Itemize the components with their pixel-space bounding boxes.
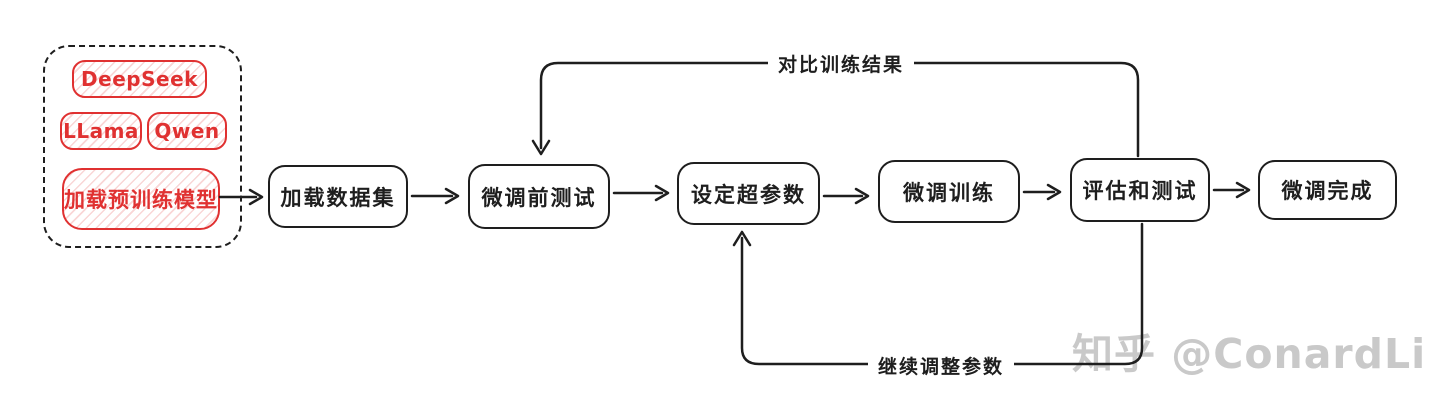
node-label: 设定超参数 <box>691 182 806 207</box>
watermark: 知乎 @ConardLi <box>1072 330 1427 378</box>
node-label: 加载预训练模型 <box>64 188 218 212</box>
arrow-dataset-to-pretest <box>410 187 460 205</box>
arrow-pretest-to-hyperparams <box>612 184 670 202</box>
node-evaluate-and-test: 评估和测试 <box>1070 158 1210 222</box>
arrow-evaluate-to-complete <box>1212 181 1251 199</box>
model-label: Qwen <box>154 119 220 143</box>
node-label: 评估和测试 <box>1082 179 1198 203</box>
model-box-qwen: Qwen <box>147 112 227 150</box>
pretrained-models-group <box>43 45 242 248</box>
node-label: 微调完成 <box>1281 179 1374 203</box>
node-finetune-complete: 微调完成 <box>1258 160 1397 220</box>
node-load-pretrained-model: 加载预训练模型 <box>62 168 220 230</box>
arrow-training-to-evaluate <box>1022 183 1062 201</box>
model-box-llama: LLama <box>60 112 142 150</box>
model-label: DeepSeek <box>81 67 198 91</box>
model-label: LLama <box>63 119 139 143</box>
node-test-before-finetune: 微调前测试 <box>468 164 610 229</box>
node-set-hyperparameters: 设定超参数 <box>677 162 820 225</box>
edge-label-compare-results: 对比训练结果 <box>768 50 915 77</box>
node-finetune-training: 微调训练 <box>878 160 1020 223</box>
model-box-deepseek: DeepSeek <box>72 60 207 98</box>
node-load-dataset: 加载数据集 <box>268 165 408 228</box>
edge-label-adjust-params: 继续调整参数 <box>868 352 1015 379</box>
arrow-hyperparams-to-training <box>822 187 870 205</box>
node-label: 加载数据集 <box>280 185 396 210</box>
node-label: 微调前测试 <box>481 185 597 210</box>
node-label: 微调训练 <box>903 180 995 205</box>
